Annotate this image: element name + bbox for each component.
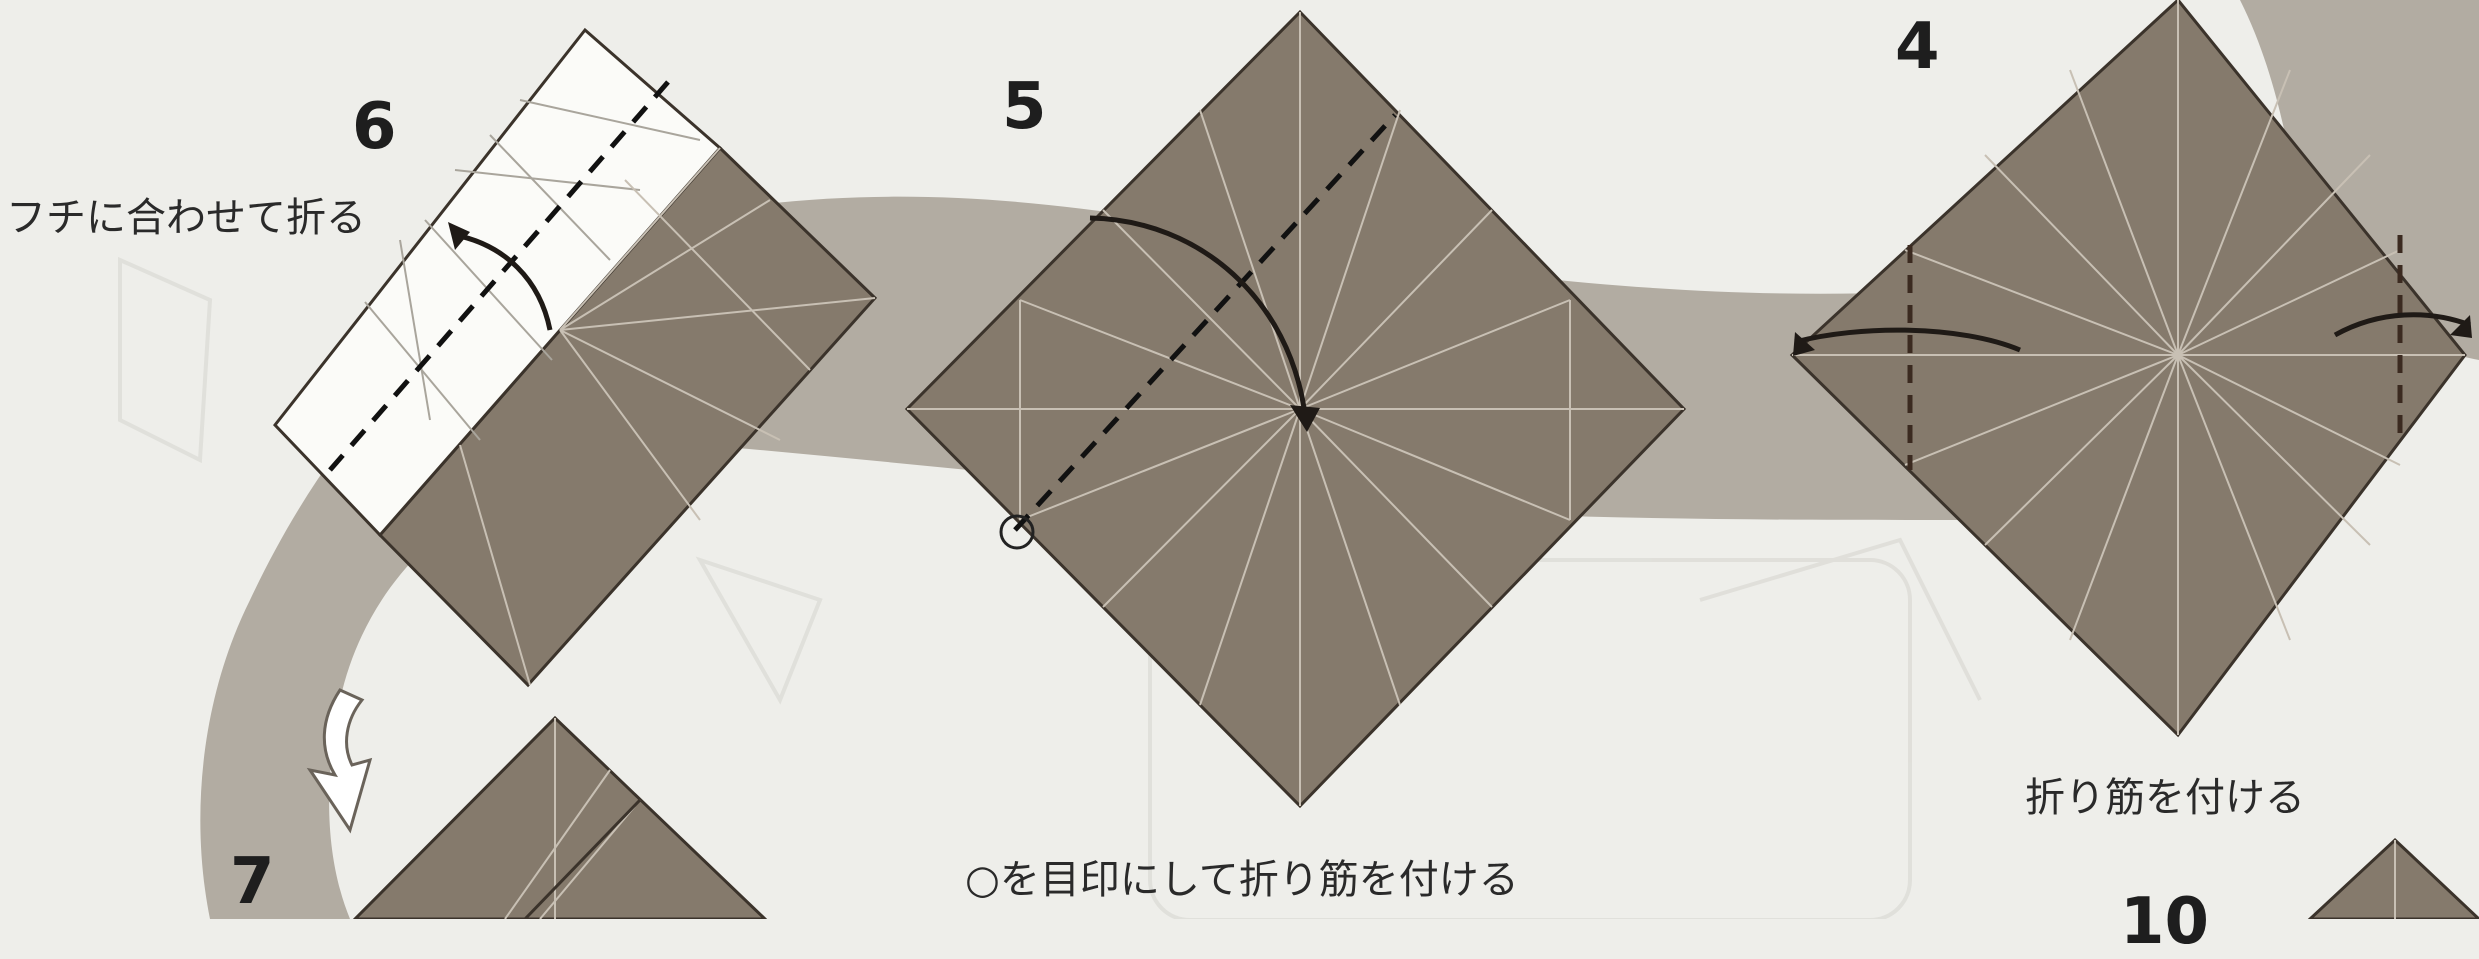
step4-arrow-left (1794, 327, 2021, 353)
origami-instructions-diagram (118, 0, 2479, 919)
path-band-top-right (2240, 0, 2479, 360)
step7-shape (352, 715, 768, 919)
step7-edge-line (523, 798, 642, 919)
step4-arrow-right-head (2450, 315, 2472, 338)
step6-fold-line (328, 80, 670, 472)
step6-fold-arrow (454, 232, 553, 331)
step6-number: 6 (352, 90, 397, 164)
down-arrow (306, 688, 373, 834)
step4-arrow-left-head (1793, 332, 1815, 356)
step6-arrow-head (448, 222, 470, 250)
step5-number: 5 (1002, 70, 1047, 144)
step4-square (1789, 0, 2472, 738)
step5-caption: ○を目印にして折り筋を付ける (965, 857, 1519, 903)
step5-fold-line (1013, 113, 1397, 532)
step5-fold-arrow (1089, 215, 1308, 416)
step6-shape (273, 27, 878, 688)
step6-caption: フチに合わせて折る (6, 195, 366, 241)
step4-creases (1792, 0, 2465, 735)
step5-arrow-head (1290, 405, 1320, 432)
step7-number: 7 (230, 845, 275, 919)
step4-number: 4 (1895, 10, 1940, 84)
step10-number: 10 (2120, 885, 2210, 959)
step7-creases (504, 718, 641, 919)
step4-arrow-right (2333, 312, 2471, 338)
step5-square (904, 9, 1687, 809)
step7-paper (352, 715, 768, 919)
step10-shape (2307, 837, 2479, 919)
step4-caption: 折り筋を付ける (2025, 775, 2305, 821)
step6-colored-creases (459, 147, 876, 686)
step5-target-circle (999, 514, 1035, 550)
